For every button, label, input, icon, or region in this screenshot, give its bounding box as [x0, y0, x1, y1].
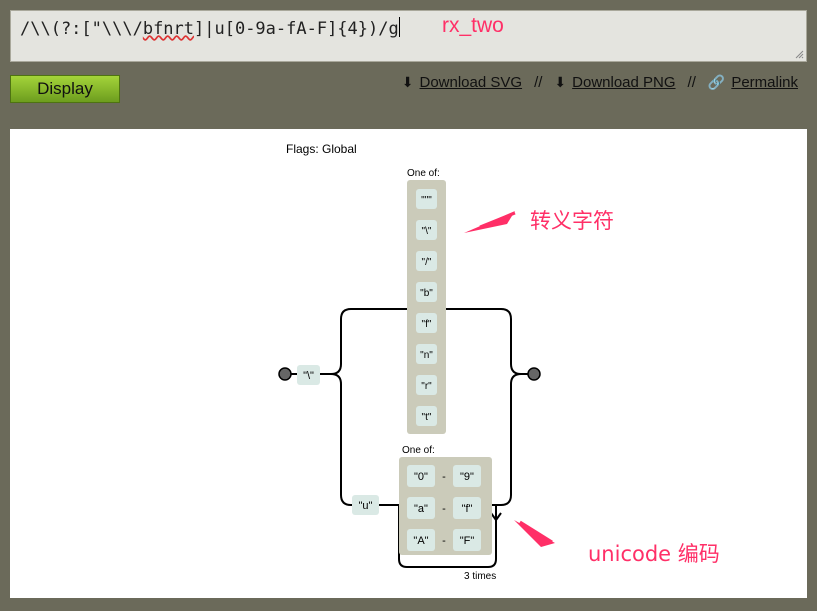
escape-char-text: "\" — [422, 226, 432, 237]
annotation-escape-chars: 转义字符 — [530, 209, 614, 233]
escape-char-text: "/" — [422, 257, 432, 268]
escape-char-text: "b" — [420, 288, 433, 299]
escape-char-text: """ — [421, 195, 432, 206]
download-icon: ⬇ — [554, 74, 567, 90]
annotation-rx-two: rx_two — [442, 14, 504, 37]
range-start-box — [407, 497, 435, 519]
regex-text-part2: ]|u[0-9a-fA-F]{4})/g — [194, 19, 399, 39]
one-of-label-escape: One of: — [407, 168, 440, 179]
end-node-icon — [527, 367, 541, 381]
escape-char-box — [416, 313, 437, 333]
escape-char-text: "n" — [420, 350, 433, 361]
range-dash: - — [442, 535, 446, 547]
download-icon: ⬇ — [401, 74, 414, 90]
escape-char-text: "t" — [422, 412, 432, 423]
escape-char-box — [416, 406, 437, 426]
range-dash: - — [442, 471, 446, 483]
escape-char-box — [416, 189, 437, 209]
range-start-box — [407, 529, 435, 551]
range-start-text: "A" — [413, 535, 428, 547]
escape-char-box — [416, 344, 437, 364]
range-start-text: "a" — [414, 503, 428, 515]
range-end-box — [453, 465, 481, 487]
display-button[interactable]: Display — [10, 75, 120, 103]
escape-char-box — [416, 251, 437, 271]
repeat-label: 3 times — [464, 571, 496, 582]
track-lines — [291, 308, 528, 568]
range-end-box — [453, 497, 481, 519]
permalink-link[interactable]: Permalink — [731, 74, 798, 91]
escape-char-text: "f" — [422, 319, 432, 330]
literal-u — [352, 495, 379, 515]
regex-text-spellchecked: bfnrt — [142, 19, 195, 39]
flags-label: Flags: Global — [286, 142, 357, 156]
railroad-diagram: Flags: Global "\" "u" One of: """"\""/""… — [278, 142, 555, 582]
resize-grip-icon[interactable] — [795, 50, 804, 59]
link-icon: 🔗 — [707, 74, 726, 90]
annotation-unicode: unicode 编码 — [588, 542, 720, 566]
start-node-icon — [278, 367, 292, 381]
range-end-text: "f" — [462, 503, 473, 515]
regex-text-part1: /\\(?:["\\\/ — [20, 19, 143, 39]
escape-char-group — [407, 180, 446, 434]
range-end-box — [453, 529, 481, 551]
download-links: ⬇ Download SVG // ⬇ Download PNG // 🔗 Pe… — [402, 74, 798, 91]
link-separator: // — [687, 74, 696, 91]
literal-backslash-text: "\" — [303, 370, 314, 382]
link-separator: // — [534, 74, 543, 91]
regex-input[interactable]: /\\(?:["\\\/bfnrt]|u[0-9a-fA-F]{4})/g — [10, 10, 807, 62]
hex-range-list: "0" - "9" "a" - "f" "A" - "F" — [407, 465, 481, 551]
range-dash: - — [442, 503, 446, 515]
escape-char-text: "r" — [421, 381, 432, 392]
text-caret — [398, 17, 400, 37]
literal-backslash — [297, 365, 320, 385]
download-svg-link[interactable]: Download SVG — [419, 74, 523, 91]
range-start-box — [407, 465, 435, 487]
escape-char-box — [416, 282, 437, 302]
download-png-link[interactable]: Download PNG — [572, 74, 676, 91]
range-start-text: "0" — [414, 471, 428, 483]
range-end-text: "9" — [460, 471, 474, 483]
escape-char-box — [416, 220, 437, 240]
range-end-text: "F" — [460, 535, 475, 547]
railroad-diagram-panel: Flags: Global "\" "u" One of: """"\""/""… — [10, 129, 807, 598]
one-of-label-hex: One of: — [402, 445, 435, 456]
literal-u-text: "u" — [359, 500, 373, 512]
escape-char-box — [416, 375, 437, 395]
escape-char-list: """ "\" "/" "b" "f" "n" "r" "t" — [416, 189, 437, 426]
annotation-arrow-unicode-icon — [514, 520, 555, 547]
